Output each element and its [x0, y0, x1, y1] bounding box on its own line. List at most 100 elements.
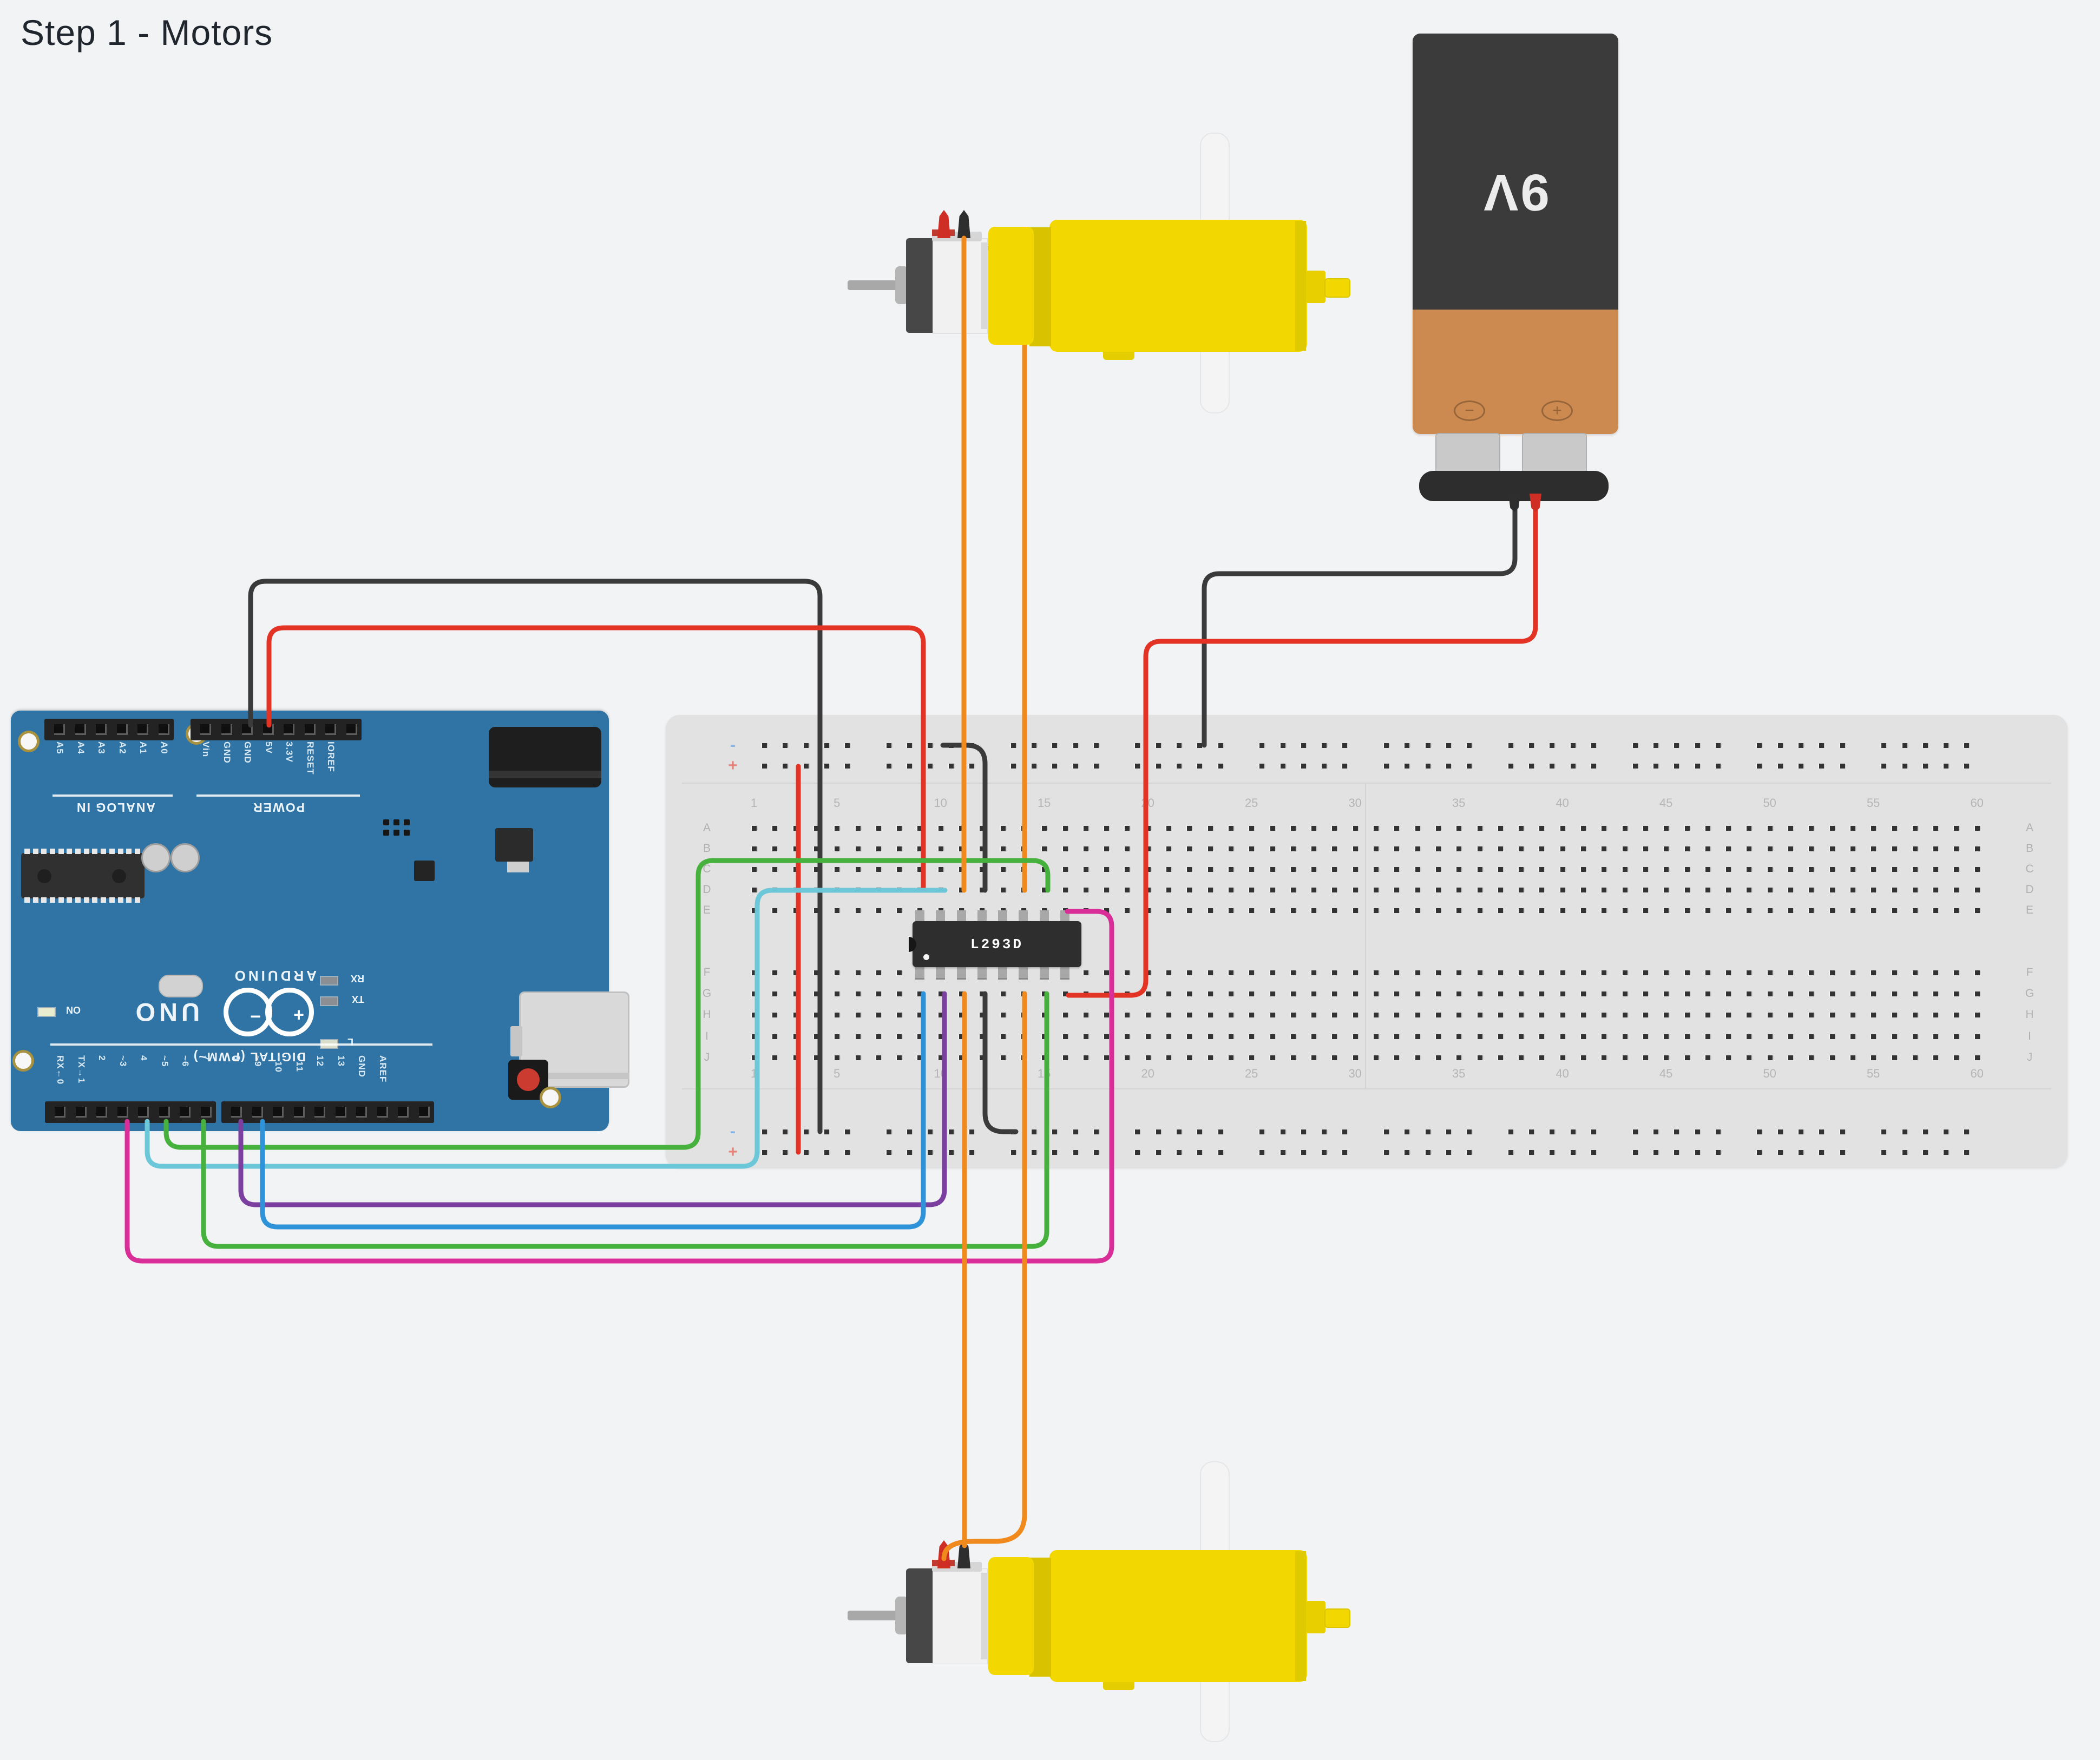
- breadboard-hole[interactable]: [1248, 1055, 1256, 1060]
- breadboard-hole[interactable]: [771, 991, 779, 996]
- breadboard-hole[interactable]: [1870, 1034, 1878, 1039]
- breadboard-hole[interactable]: [1828, 1034, 1836, 1039]
- header-pin-hole[interactable]: [356, 1107, 368, 1118]
- breadboard-rail-hole[interactable]: [1009, 764, 1017, 769]
- breadboard-hole[interactable]: [1351, 1013, 1359, 1017]
- breadboard-rail-hole[interactable]: [1756, 743, 1763, 748]
- breadboard-rail-hole[interactable]: [1839, 1150, 1846, 1155]
- breadboard-hole[interactable]: [1434, 826, 1442, 831]
- breadboard-rail-hole[interactable]: [782, 1129, 789, 1134]
- breadboard-hole[interactable]: [1455, 846, 1463, 851]
- breadboard-hole[interactable]: [1704, 846, 1711, 851]
- breadboard-rail-hole[interactable]: [927, 743, 934, 748]
- breadboard-hole[interactable]: [1206, 826, 1214, 831]
- breadboard-rail-hole[interactable]: [1590, 1129, 1597, 1134]
- breadboard-rail-hole[interactable]: [1797, 1150, 1804, 1155]
- breadboard-hole[interactable]: [1808, 1013, 1815, 1017]
- breadboard-rail-hole[interactable]: [1631, 764, 1639, 769]
- breadboard-hole[interactable]: [1766, 846, 1774, 851]
- breadboard-rail-hole[interactable]: [1072, 1129, 1079, 1134]
- breadboard-hole[interactable]: [1849, 1055, 1856, 1060]
- breadboard-hole[interactable]: [1932, 1013, 1940, 1017]
- breadboard-rail-hole[interactable]: [1217, 1150, 1224, 1155]
- breadboard-rail-hole[interactable]: [1030, 764, 1038, 769]
- breadboard-hole[interactable]: [1621, 1013, 1629, 1017]
- breadboard-hole[interactable]: [1393, 826, 1401, 831]
- breadboard-rail-hole[interactable]: [906, 1150, 914, 1155]
- breadboard-hole[interactable]: [1310, 888, 1318, 892]
- breadboard-hole[interactable]: [1600, 867, 1608, 872]
- breadboard-hole[interactable]: [1082, 846, 1090, 851]
- breadboard-hole[interactable]: [792, 970, 799, 975]
- breadboard-hole[interactable]: [1414, 991, 1421, 996]
- breadboard-hole[interactable]: [1828, 908, 1836, 913]
- breadboard-hole[interactable]: [751, 1034, 758, 1039]
- breadboard-hole[interactable]: [1745, 1055, 1753, 1060]
- breadboard-hole[interactable]: [854, 970, 862, 975]
- wire-blue-pin9[interactable]: [260, 991, 926, 1230]
- breadboard-hole[interactable]: [1248, 867, 1256, 872]
- breadboard-rail-hole[interactable]: [1818, 1129, 1826, 1134]
- motor-top-black-terminal[interactable]: [957, 210, 970, 238]
- motor-top-red-terminal[interactable]: [937, 210, 950, 238]
- breadboard-hole[interactable]: [1248, 888, 1256, 892]
- breadboard-hole[interactable]: [1704, 1013, 1711, 1017]
- breadboard-hole[interactable]: [958, 1013, 965, 1017]
- breadboard-rail-hole[interactable]: [1321, 743, 1328, 748]
- breadboard-hole[interactable]: [1518, 867, 1525, 872]
- breadboard-hole[interactable]: [1248, 1034, 1256, 1039]
- breadboard-hole[interactable]: [1269, 908, 1276, 913]
- breadboard-hole[interactable]: [1973, 991, 1981, 996]
- breadboard-rail-hole[interactable]: [1694, 1129, 1701, 1134]
- breadboard-hole[interactable]: [958, 991, 965, 996]
- breadboard-hole[interactable]: [1165, 908, 1172, 913]
- breadboard-hole[interactable]: [1973, 867, 1981, 872]
- breadboard-rail-hole[interactable]: [1942, 764, 1950, 769]
- breadboard-hole[interactable]: [854, 1034, 862, 1039]
- breadboard-hole[interactable]: [1891, 888, 1898, 892]
- header-pin-hole[interactable]: [180, 1107, 191, 1118]
- breadboard-hole[interactable]: [812, 908, 820, 913]
- breadboard-hole[interactable]: [1725, 867, 1732, 872]
- breadboard-rail-hole[interactable]: [1880, 743, 1888, 748]
- breadboard-rail-hole[interactable]: [1009, 1150, 1017, 1155]
- breadboard-hole[interactable]: [1248, 1013, 1256, 1017]
- breadboard-hole[interactable]: [854, 826, 862, 831]
- breadboard-hole[interactable]: [1559, 1034, 1566, 1039]
- breadboard-hole[interactable]: [1310, 867, 1318, 872]
- breadboard-hole[interactable]: [1891, 867, 1898, 872]
- breadboard-hole[interactable]: [1663, 908, 1670, 913]
- breadboard-hole[interactable]: [1227, 1055, 1235, 1060]
- breadboard-hole[interactable]: [1310, 846, 1318, 851]
- breadboard-rail-hole[interactable]: [1009, 743, 1017, 748]
- breadboard-hole[interactable]: [1414, 888, 1421, 892]
- breadboard-rail-hole[interactable]: [1714, 743, 1722, 748]
- breadboard-hole[interactable]: [812, 1013, 820, 1017]
- header-pin-hole[interactable]: [346, 724, 357, 735]
- breadboard-hole[interactable]: [1061, 1013, 1069, 1017]
- breadboard-hole[interactable]: [1580, 888, 1587, 892]
- breadboard-rail-hole[interactable]: [1839, 1129, 1846, 1134]
- breadboard-hole[interactable]: [1621, 1034, 1629, 1039]
- breadboard-hole[interactable]: [1663, 1055, 1670, 1060]
- breadboard-rail-hole[interactable]: [1341, 1150, 1349, 1155]
- breadboard-rail-hole[interactable]: [1797, 743, 1804, 748]
- breadboard-rail-hole[interactable]: [1631, 1129, 1639, 1134]
- breadboard-hole[interactable]: [916, 846, 924, 851]
- header-pin-hole[interactable]: [336, 1107, 346, 1118]
- breadboard-hole[interactable]: [1331, 1055, 1338, 1060]
- breadboard-hole[interactable]: [1373, 1055, 1380, 1060]
- breadboard-hole[interactable]: [1849, 908, 1856, 913]
- breadboard-hole[interactable]: [1269, 991, 1276, 996]
- breadboard-rail-hole[interactable]: [1507, 1129, 1514, 1134]
- breadboard-hole[interactable]: [1393, 970, 1401, 975]
- breadboard-hole[interactable]: [1186, 846, 1193, 851]
- breadboard-rail-hole[interactable]: [1154, 1150, 1162, 1155]
- breadboard-hole[interactable]: [1849, 888, 1856, 892]
- breadboard-hole[interactable]: [916, 1013, 924, 1017]
- breadboard-rail-hole[interactable]: [1030, 1129, 1038, 1134]
- breadboard-rail-hole[interactable]: [1196, 1129, 1204, 1134]
- breadboard-hole[interactable]: [1870, 888, 1878, 892]
- breadboard-hole[interactable]: [1911, 908, 1919, 913]
- wire-black-battery-negative[interactable]: [1202, 490, 1518, 748]
